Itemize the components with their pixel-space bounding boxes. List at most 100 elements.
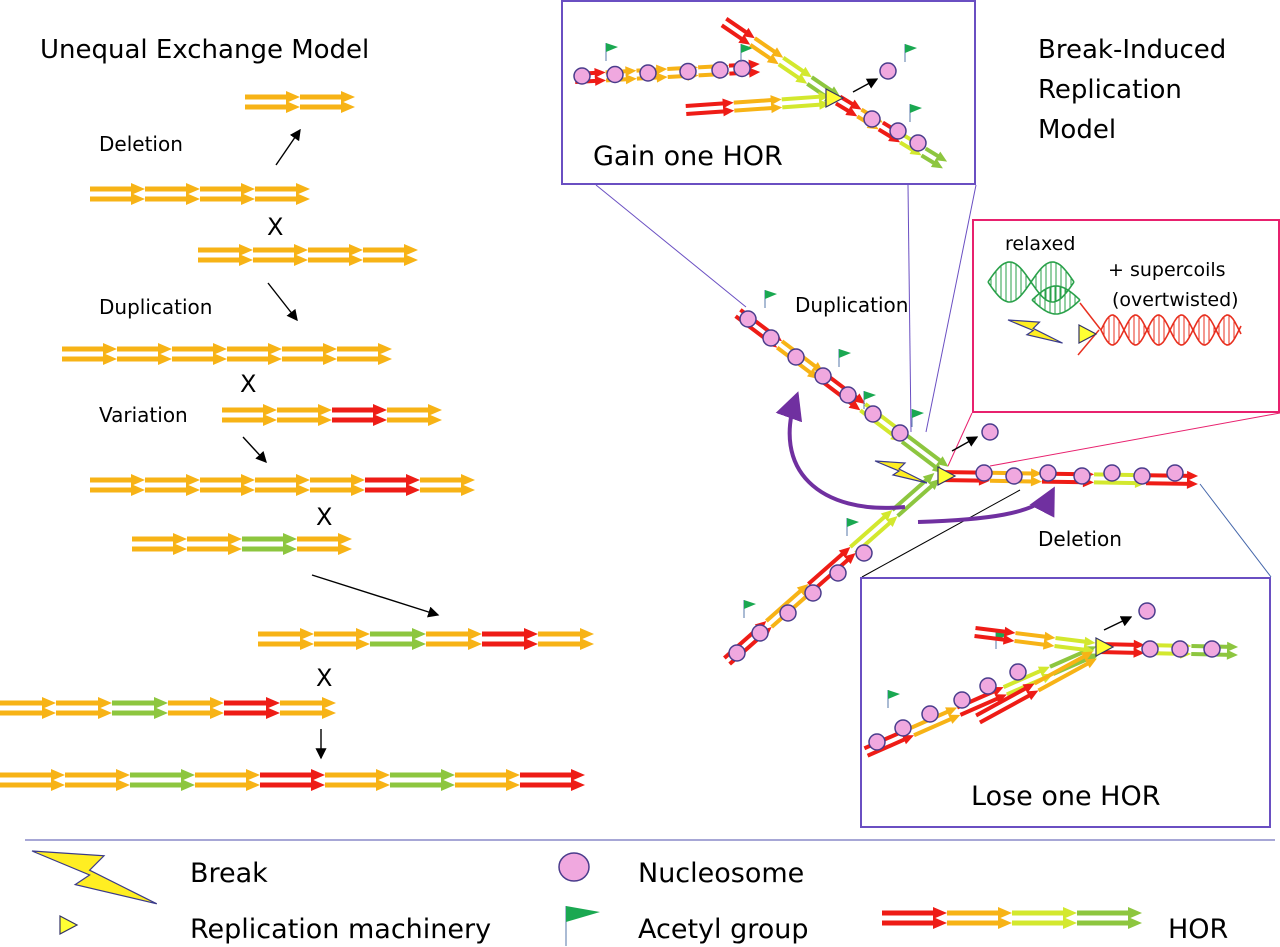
lose-nuc-right-1 [1171, 640, 1189, 658]
lose-strand-main-head [948, 714, 961, 724]
lose-nuc-4 [979, 677, 997, 695]
row-d-unit-1 [187, 533, 242, 555]
gain-strand-upper-line [782, 56, 807, 75]
bir-strand-right-head [1186, 478, 1198, 489]
lose-strand-main-line [959, 695, 1001, 717]
gain-hor-box [561, 0, 976, 185]
gain-strand-out-head [930, 158, 943, 169]
helix-link [1079, 302, 1102, 331]
row-g-unit-0 [0, 769, 65, 791]
gain-flag-1 [606, 43, 618, 52]
bir-strand-upper-line [900, 440, 939, 470]
x-mark-2: X [240, 370, 257, 398]
row-var-top-unit-1 [277, 404, 332, 426]
gain-nuc-out-1 [889, 122, 907, 140]
gain-strand-upper-line [720, 23, 745, 42]
gain-strand-upper-line [749, 43, 774, 62]
gain-strand-lower-line [782, 102, 823, 110]
bir-strand-lower-line [849, 513, 888, 549]
gain-nuc-out-0 [863, 110, 881, 128]
row-f-unit-3 [168, 697, 224, 719]
bir-nuc-right-2 [1039, 464, 1057, 482]
gain-nuc-top-2 [639, 64, 657, 82]
legend-hor-unit-2 [1012, 907, 1077, 929]
supercoil-machinery [1078, 324, 1098, 344]
lose-nuc-2 [921, 705, 939, 723]
bir-nuc-lower-1 [751, 624, 769, 642]
bir-strand-right-head [1186, 470, 1199, 481]
legend-hor-unit-1 [947, 907, 1012, 929]
row-g-unit-1 [65, 769, 130, 791]
gain-flag-3 [910, 104, 922, 113]
bir-strand-lower-head [844, 553, 856, 565]
x-mark-1: X [267, 213, 284, 241]
lose-strand-low-line [975, 685, 1029, 718]
gain-strand-lower-head [722, 106, 735, 117]
gain-strand-lower-line [733, 97, 774, 105]
row-f-unit-0 [0, 697, 56, 719]
bir-machinery [937, 466, 957, 486]
lose-connector-2 [1199, 483, 1272, 578]
lose-strand-low-head [1022, 683, 1035, 694]
lose-strand-low-head [1081, 651, 1094, 662]
row-dup-unit-5 [337, 343, 392, 365]
gain-connector-3 [925, 184, 977, 433]
gain-strand-top-head [625, 74, 637, 85]
lose-nuc-right-2 [1203, 640, 1221, 658]
arrow-variation [242, 436, 267, 464]
lose-nuc-right-0 [1141, 640, 1159, 658]
gain-strand-upper-head [766, 53, 779, 65]
supercoil-helix-strand-b [1100, 314, 1242, 346]
row-e-unit-5 [538, 628, 594, 650]
bir-strand-upper-head [936, 456, 949, 467]
row-var-top-unit-2 [332, 404, 387, 426]
row-e-unit-2 [370, 628, 426, 650]
gain-flag-2 [741, 44, 753, 53]
bir-nuc-lower-3 [804, 584, 822, 602]
bir-flag-2 [839, 349, 851, 358]
bir-title-line-3: Model [1038, 115, 1117, 145]
supercoils-label: + supercoils [1108, 259, 1226, 281]
gain-nuc-top-3 [679, 62, 697, 81]
legend-machinery-icon [59, 915, 79, 935]
gain-nuc-top-4 [711, 61, 729, 79]
bir-nuc-upper-3 [814, 367, 832, 385]
legend-break-label: Break [190, 858, 268, 889]
gain-hor-label: Gain one HOR [593, 141, 783, 172]
row-g-unit-7 [455, 769, 520, 791]
row-c-unit-5 [365, 474, 420, 496]
lose-nuc-1 [894, 719, 912, 737]
legend-acetyl-icon [566, 906, 600, 922]
relaxed-label: relaxed [1005, 233, 1076, 255]
gain-nuc-out-2 [909, 134, 927, 152]
lose-strand-top-line [1015, 631, 1048, 640]
label-variation: Variation [99, 403, 188, 427]
bir-strand-upper-head [853, 393, 866, 405]
bir-strand-lower-line [891, 476, 930, 512]
bir-strand-lower-line [807, 550, 846, 586]
bir-strand-lower-line [896, 482, 935, 518]
gain-release-arrow [852, 78, 879, 93]
lose-nuc-5 [1009, 663, 1027, 681]
lose-strand-main-head [994, 694, 1007, 704]
lose-strand-low-head [1084, 658, 1097, 669]
supercoil-connector-1 [947, 412, 973, 467]
lose-machinery [1095, 637, 1115, 657]
bir-nuc-upper-1 [762, 329, 780, 347]
row-b-unit-1 [253, 244, 308, 266]
lose-strand-right-head [1226, 641, 1239, 652]
row-g-unit-5 [325, 769, 390, 791]
legend-acetyl-label: Acetyl group [638, 914, 809, 945]
gain-strand-lower-line [734, 105, 775, 113]
row-dup-unit-2 [172, 343, 227, 365]
bir-title-line-2: Replication [1038, 75, 1182, 105]
arrow-duplication [267, 282, 298, 322]
gain-strand-lower-head [818, 99, 831, 110]
legend-nucleosome-icon [558, 852, 590, 882]
row-d-unit-0 [132, 533, 187, 555]
gain-strand-lower-head [818, 91, 830, 102]
lose-nuc-released [1138, 602, 1156, 620]
lose-nuc-0 [868, 733, 886, 751]
lose-strand-top-line [975, 626, 1008, 635]
bir-flag-5 [744, 600, 756, 609]
